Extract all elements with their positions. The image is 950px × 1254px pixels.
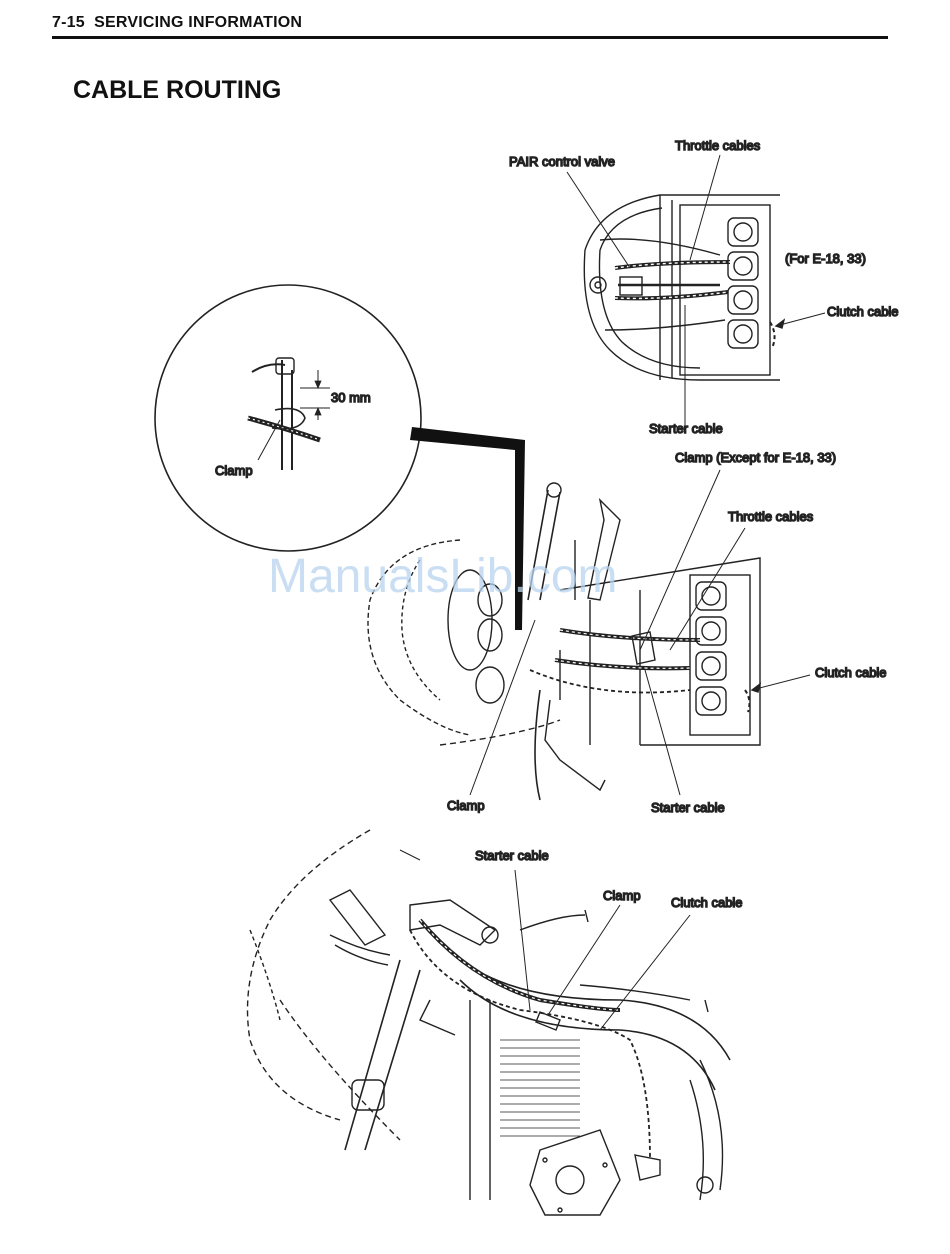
fig2-clamp-except-label: Clamp (Except for E-18, 33) [675, 450, 836, 465]
fig2-clamp-label: Clamp [447, 798, 485, 813]
fig1-for-e18-label: (For E-18, 33) [785, 251, 866, 266]
fig3-clutch-cable-label: Clutch cable [671, 895, 743, 910]
detail-dimension-label: 30 mm [331, 390, 371, 405]
fig2-throttle-cables-label: Throttle cables [728, 509, 814, 524]
fig2-clutch-cable-label: Clutch cable [815, 665, 887, 680]
fig1-pair-valve-label: PAIR control valve [509, 154, 615, 169]
fig1-throttle-cables-label: Throttle cables [675, 138, 761, 153]
fig3-clamp-label: Clamp [603, 888, 641, 903]
figure3-drawing [248, 830, 731, 1215]
figure1-drawing [567, 155, 825, 425]
fig1-starter-cable-label: Starter cable [649, 421, 723, 436]
detail-clamp-label: Clamp [215, 463, 253, 478]
fig2-starter-cable-label: Starter cable [651, 800, 725, 815]
watermark: ManualsLib.com [268, 550, 618, 603]
fig3-starter-cable-label: Starter cable [475, 848, 549, 863]
fig1-clutch-cable-label: Clutch cable [827, 304, 899, 319]
